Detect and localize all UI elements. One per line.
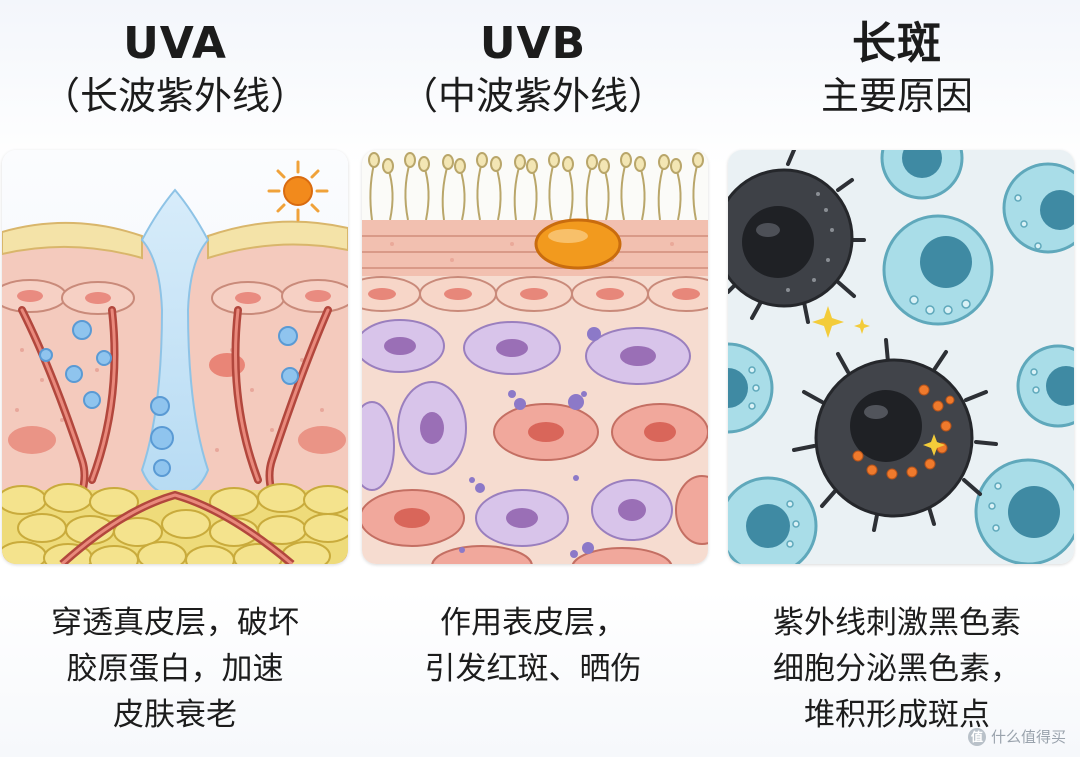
sun-icon — [267, 160, 329, 222]
column-uvb: UVB （中波紫外线） — [358, 0, 708, 757]
column-spots: 长斑 主要原因 — [722, 0, 1074, 757]
column-uva: UVA （长波紫外线） — [0, 0, 350, 757]
description-line: 作用表皮层， — [440, 605, 626, 641]
fat-layer — [2, 483, 348, 564]
description-line: 皮肤衰老 — [113, 697, 237, 733]
column-subtitle: （长波紫外线） — [41, 74, 308, 118]
column-description: 紫外线刺激黑色素 细胞分泌黑色素， 堆积形成斑点 — [722, 600, 1072, 738]
description-line: 紫外线刺激黑色素 — [773, 605, 1021, 641]
melanocyte-illustration — [728, 150, 1074, 564]
watermark-logo-icon: 值 — [967, 727, 986, 746]
uva-skin-illustration — [2, 150, 348, 564]
keratinocyte-cells — [728, 150, 1074, 564]
description-line: 穿透真皮层，破坏 — [51, 605, 299, 641]
melanocyte-cell — [728, 150, 866, 324]
melanocyte-cell-active — [792, 338, 998, 532]
column-subtitle: （中波紫外线） — [399, 74, 666, 118]
description-line: 堆积形成斑点 — [804, 697, 990, 733]
column-description: 作用表皮层， 引发红斑、晒伤 — [358, 600, 708, 692]
description-line: 细胞分泌黑色素， — [773, 651, 1021, 687]
column-title: UVA — [123, 18, 227, 69]
column-subtitle: 主要原因 — [820, 74, 973, 118]
description-line: 胶原蛋白，加速 — [66, 651, 284, 687]
uvb-skin-illustration — [362, 150, 708, 564]
uvb-skin-svg — [362, 150, 708, 564]
column-title: 长斑 — [852, 18, 942, 69]
uva-penetration-channel — [140, 188, 210, 497]
melanocyte-svg — [728, 150, 1074, 564]
column-description: 穿透真皮层，破坏 胶原蛋白，加速 皮肤衰老 — [0, 600, 350, 738]
sunburn-blister — [534, 218, 622, 270]
description-line: 引发红斑、晒伤 — [424, 651, 642, 687]
watermark-text: 什么值得买 — [990, 728, 1066, 746]
sparkle-icon — [812, 306, 945, 456]
uva-skin-svg — [2, 150, 348, 564]
watermark: 值 什么值得买 — [967, 726, 1066, 747]
column-title: UVB — [479, 18, 587, 69]
